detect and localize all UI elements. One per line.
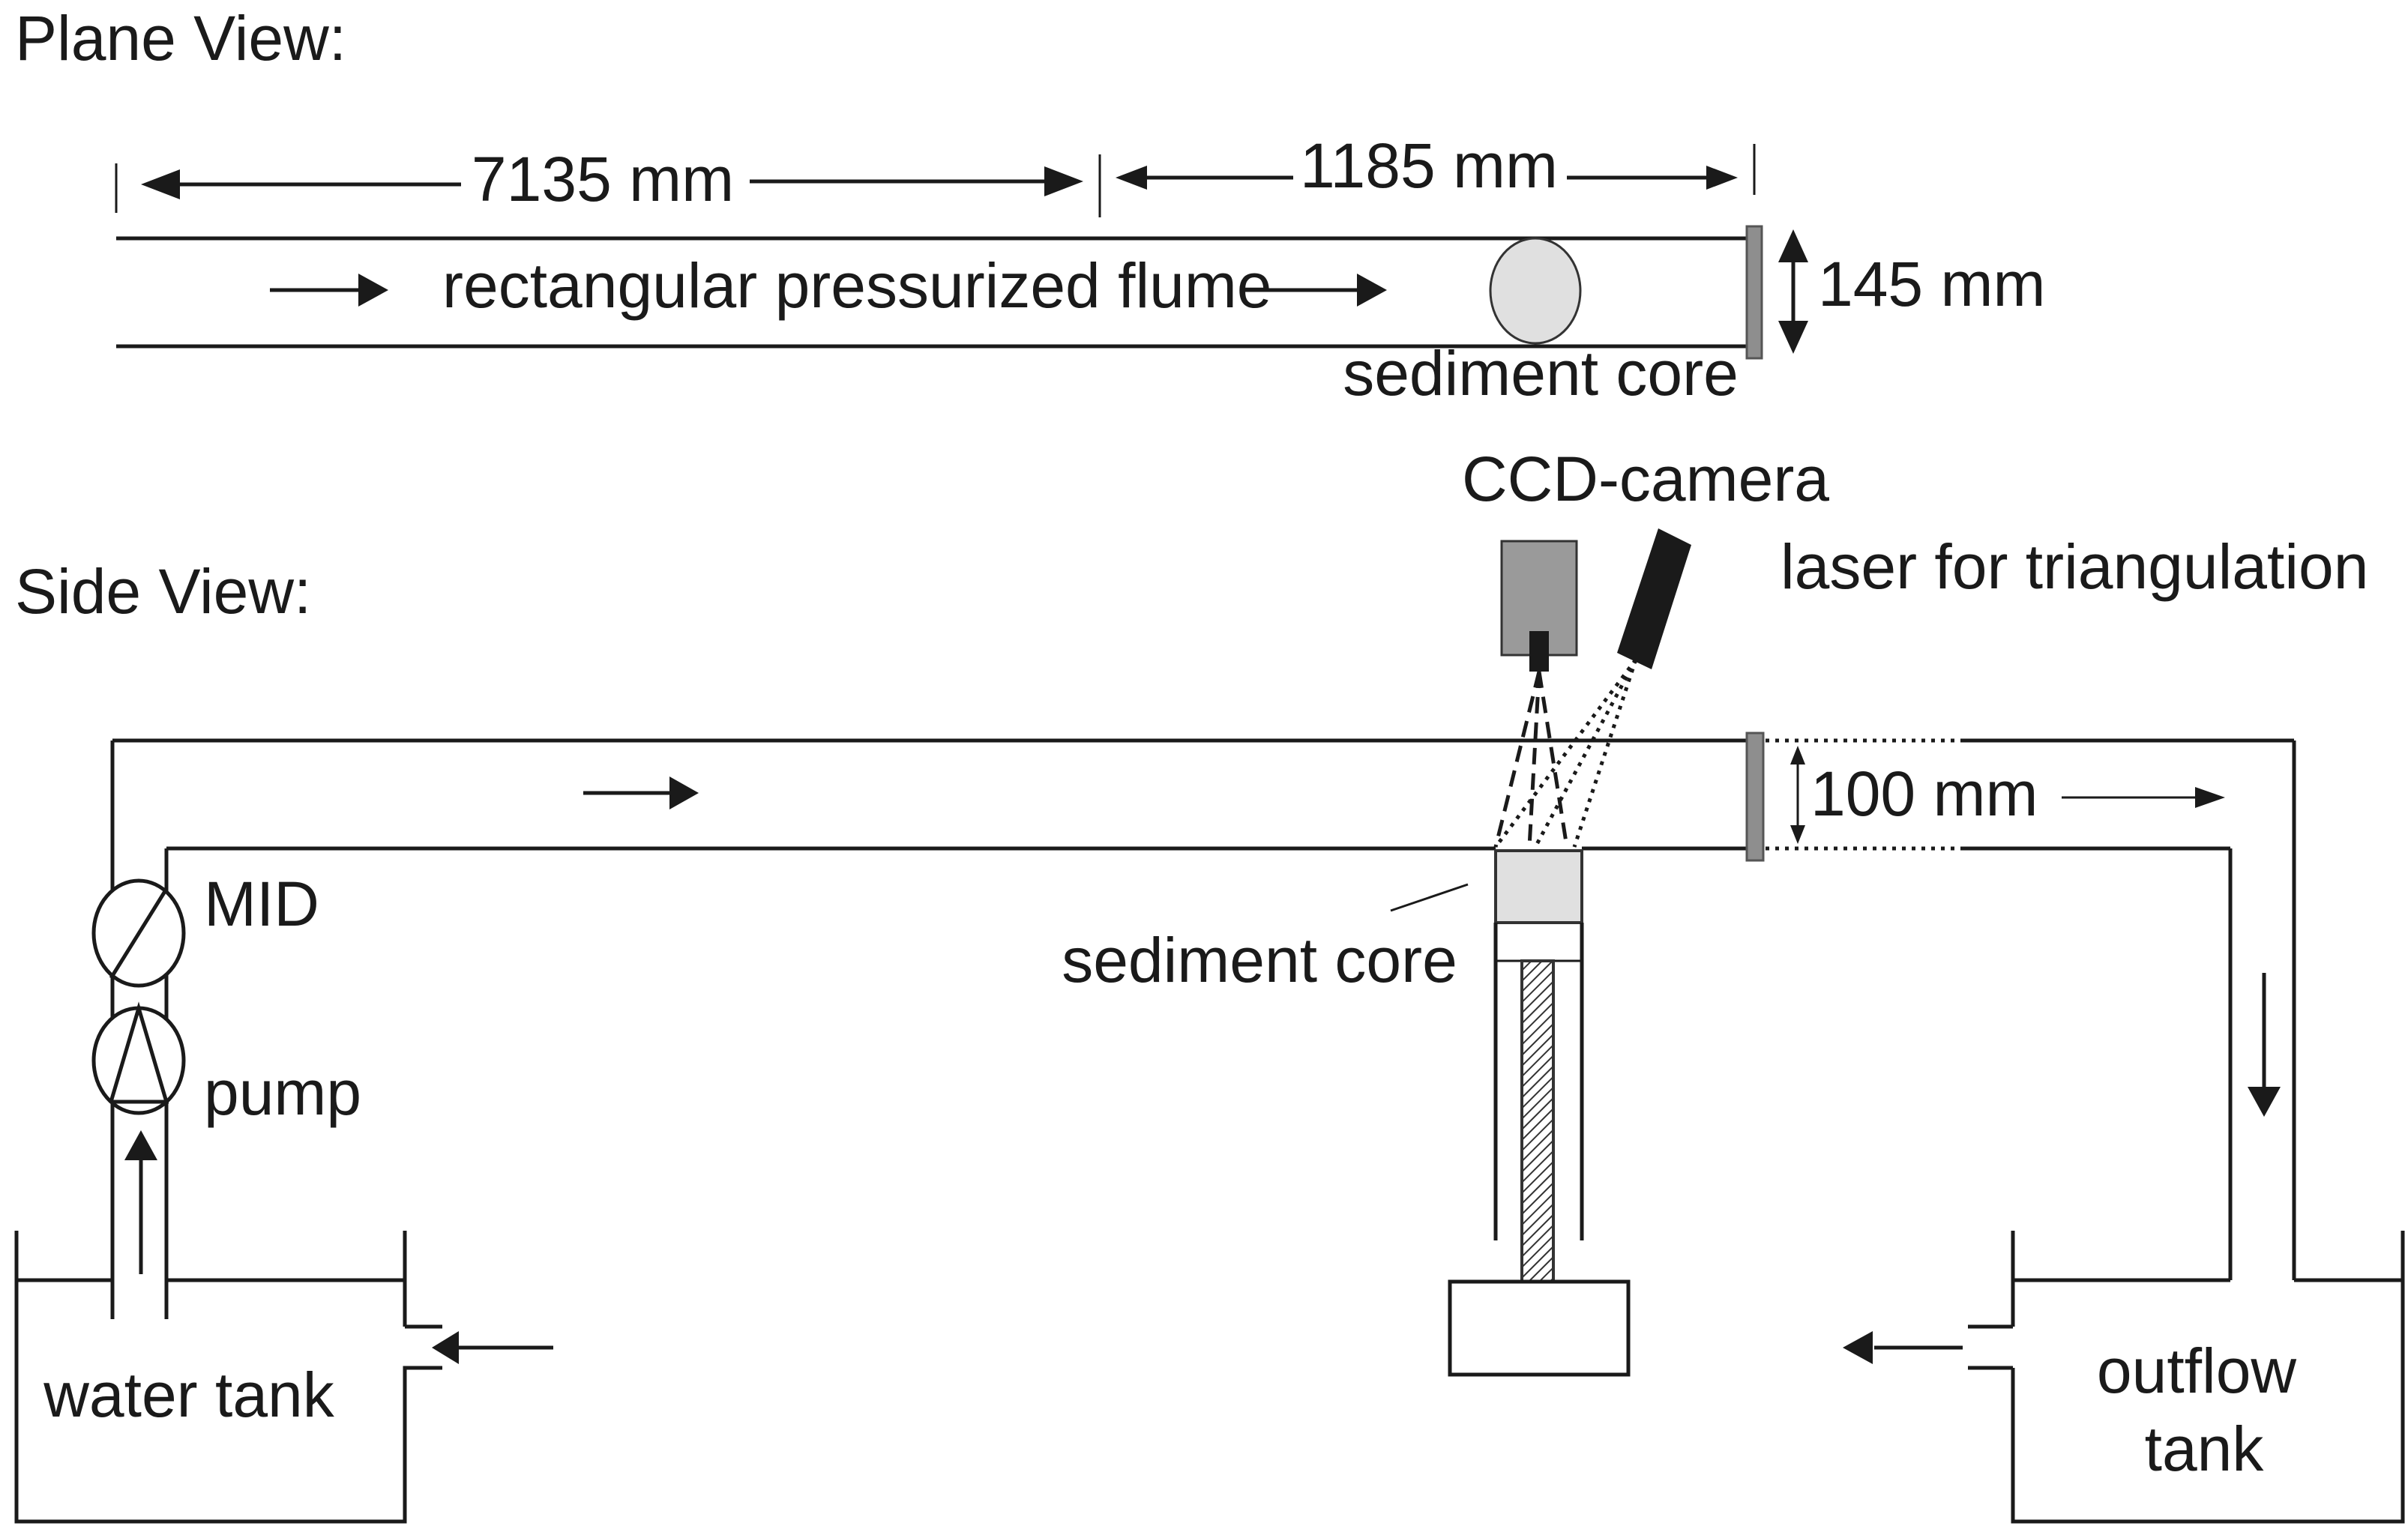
laser-label: laser for triangulation [1781, 531, 2368, 602]
dim-arrowhead-upstream-left [141, 169, 180, 199]
mid-flowmeter-slash [109, 887, 169, 980]
outflow-tank [2011, 1231, 2405, 1524]
height-dim-label: 100 mm [1810, 759, 2038, 829]
dim-arrowhead-upstream-right [1044, 166, 1083, 196]
outflow-arrowhead [1843, 1331, 1873, 1364]
width-dim-label: 145 mm [1818, 249, 2045, 319]
side-outlet-gate [1745, 732, 1765, 862]
camera-label: CCD-camera [1462, 444, 1829, 514]
side-view: Side View: CCD-camera laser for triangul… [14, 444, 2405, 1524]
sediment-core-side-label: sediment core [1062, 925, 1457, 995]
dim-label-downstream: 1185 mm [1300, 130, 1558, 201]
downflow-arrowhead [2248, 1087, 2281, 1117]
height-dim-arrowhead-bottom [1790, 825, 1805, 844]
outflow-tank-label-line1: outflow [2097, 1336, 2296, 1406]
side-flow-arrowhead [669, 776, 699, 809]
height-dim-arrowhead-top [1790, 746, 1805, 764]
mid-label: MID [204, 869, 319, 939]
plane-view-title: Plane View: [15, 3, 346, 73]
motor-base [1448, 1279, 1631, 1377]
plane-view: Plane View: 7135 mm 1185 mm rectangular … [15, 3, 2045, 408]
flume-outlet-gate [1745, 225, 1763, 360]
sediment-core-plane [1489, 237, 1582, 345]
laser [1617, 528, 1691, 669]
laser-beam-3 [1572, 659, 1638, 848]
water-tank [14, 1231, 442, 1524]
camera-view-line-1 [1493, 671, 1541, 848]
upflow-arrowhead [124, 1130, 157, 1160]
width-dim-arrowhead-top [1778, 229, 1808, 262]
pump [91, 1006, 186, 1115]
water-tank-inflow-arrowhead [432, 1331, 459, 1364]
core-leader-line [1390, 883, 1469, 912]
ccd-camera-lens [1529, 631, 1549, 672]
camera-view-line-3 [1537, 671, 1569, 848]
pump-label: pump [204, 1058, 361, 1128]
dim-label-upstream: 7135 mm [472, 144, 734, 214]
water-tank-label: water tank [43, 1360, 335, 1430]
width-dim-arrowhead-bottom [1778, 321, 1808, 354]
camera-view-line-2 [1527, 671, 1541, 848]
side-view-title: Side View: [15, 556, 311, 627]
sediment-core-plane-label: sediment core [1343, 338, 1739, 408]
lifting-spindle [1520, 959, 1555, 1283]
outlet-flow-arrowhead [2195, 787, 2225, 808]
laser-beam-1 [1493, 658, 1638, 848]
laser-beam-2 [1533, 658, 1638, 848]
pump-triangle [109, 1001, 169, 1104]
flume-label: rectangular pressurized flume [442, 250, 1272, 321]
dim-arrowhead-downstream-left [1116, 166, 1147, 190]
flow-arrowhead-2 [1357, 274, 1387, 307]
sediment-core-side [1494, 849, 1583, 924]
flow-arrowhead-1 [358, 274, 388, 307]
dim-arrowhead-downstream-right [1706, 166, 1738, 190]
outflow-tank-label-line2: tank [2145, 1414, 2265, 1484]
